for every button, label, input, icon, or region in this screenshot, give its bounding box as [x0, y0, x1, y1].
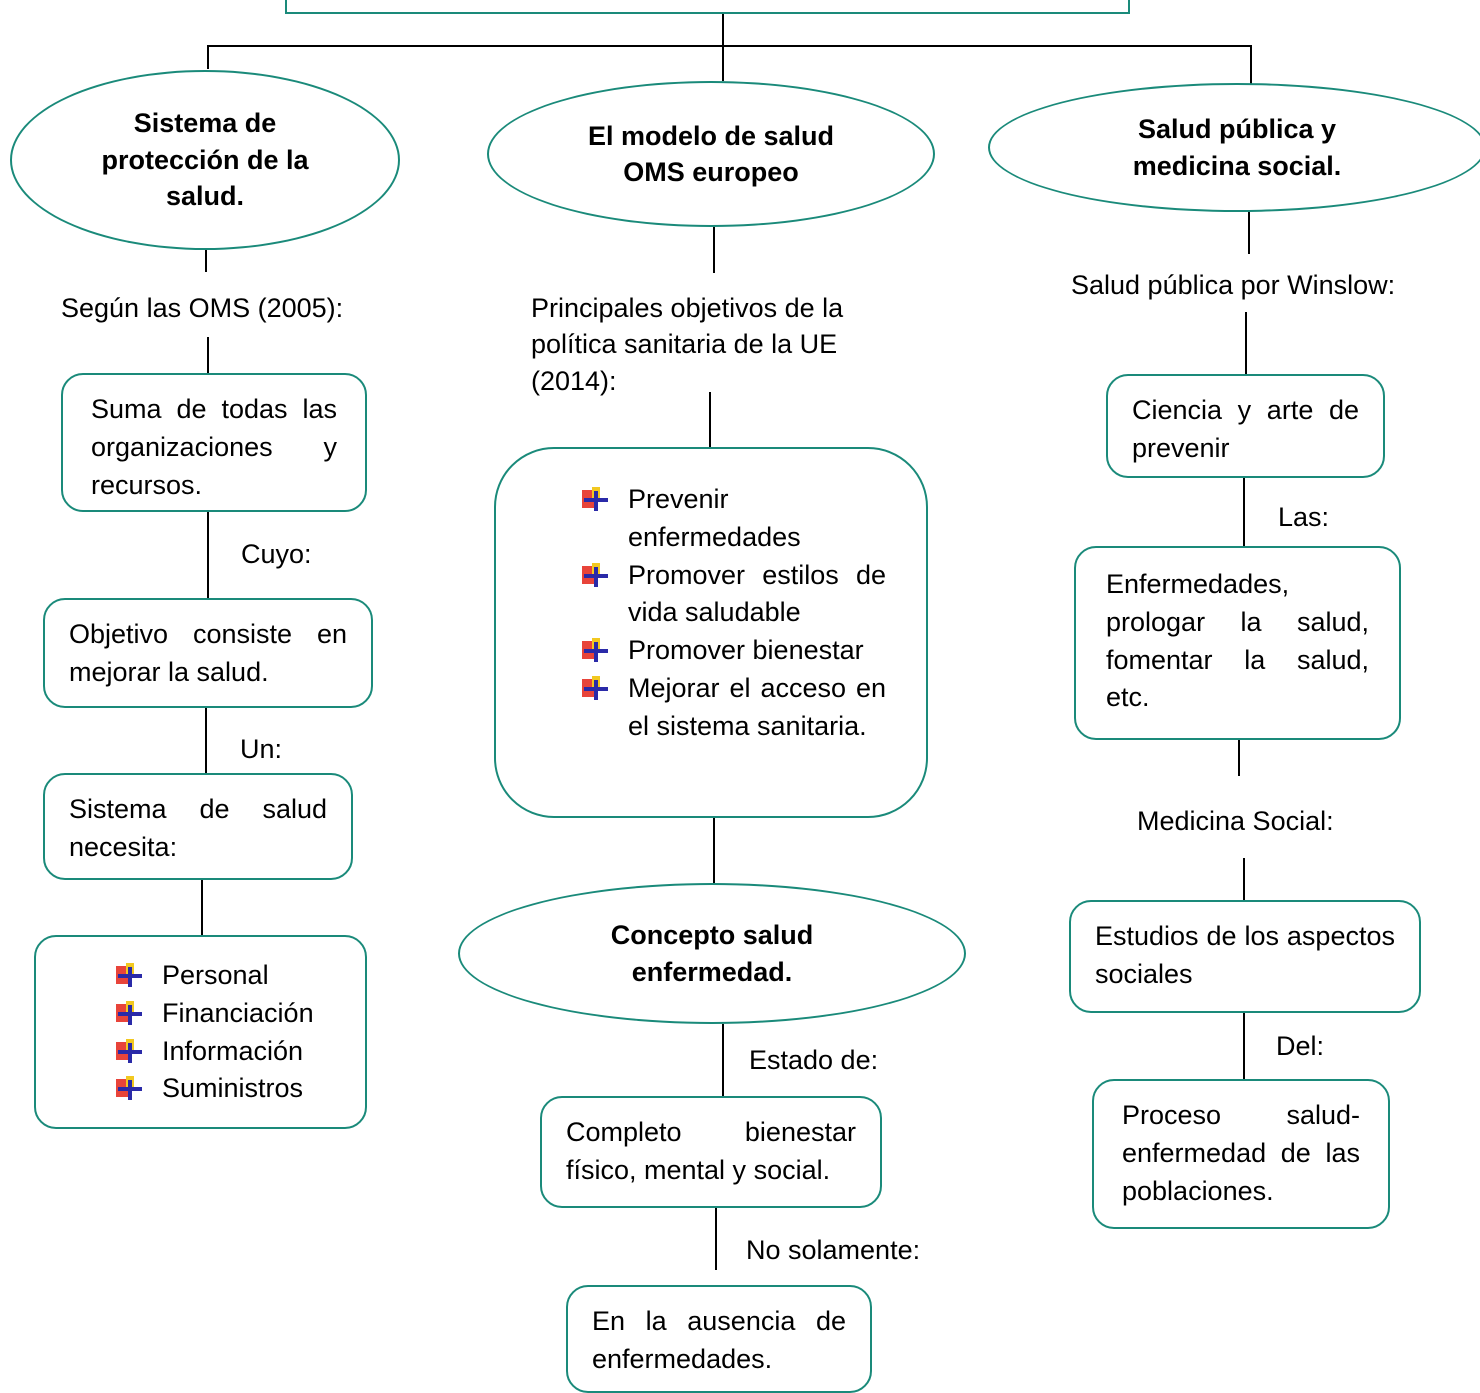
box-completo-bienestar: Completo bienestar físico, mental y soci…	[540, 1096, 882, 1208]
connector	[201, 880, 203, 935]
box-text: Proceso salud-enfermedad de las poblacio…	[1122, 1100, 1360, 1206]
box-suma-organizaciones: Suma de todas las organizaciones y recur…	[61, 373, 367, 512]
connector	[1248, 212, 1250, 254]
box-ciencia-arte: Ciencia y arte de prevenir	[1106, 374, 1385, 478]
bullet-cross-icon	[582, 638, 608, 663]
list-item: Mejorar el acceso en el sistema sanitari…	[578, 670, 886, 746]
connector	[713, 227, 715, 273]
bullet-cross-icon	[582, 675, 608, 700]
connector	[1238, 740, 1240, 776]
box-necesidades-list: Personal Financiación Información Sumini…	[34, 935, 367, 1129]
box-objetivo: Objetivo consiste en mejorar la salud.	[43, 598, 373, 708]
oval-sistema-proteccion: Sistema de protección de la salud.	[10, 70, 400, 250]
box-text: Ciencia y arte de prevenir	[1132, 395, 1359, 463]
box-ausencia: En la ausencia de enfermedades.	[566, 1285, 872, 1393]
label-winslow: Salud pública por Winslow:	[1071, 270, 1396, 300]
bullet-cross-icon	[582, 562, 608, 587]
list-necesidades: Personal Financiación Información Sumini…	[112, 957, 345, 1108]
connector	[207, 337, 209, 373]
list-item: Financiación	[112, 995, 345, 1033]
box-text: Estudios de los aspectos sociales	[1095, 921, 1395, 989]
label-cuyo: Cuyo:	[241, 539, 312, 569]
label-un: Un:	[240, 734, 283, 764]
connector	[722, 14, 724, 46]
box-objetivos-list: Prevenir enfermedades Promover estilos d…	[494, 447, 928, 818]
connector	[1243, 478, 1245, 546]
box-proceso: Proceso salud-enfermedad de las poblacio…	[1092, 1079, 1390, 1229]
list-objetivos-ue: Prevenir enfermedades Promover estilos d…	[578, 481, 886, 746]
connector	[207, 45, 1251, 47]
label-estado-de: Estado de:	[749, 1045, 879, 1075]
bullet-cross-icon	[116, 1076, 142, 1101]
bullet-cross-icon	[116, 1000, 142, 1025]
oval-label: Concepto salud enfermedad.	[610, 920, 814, 987]
label-medicina-social: Medicina Social:	[1137, 806, 1334, 836]
box-text: Suma de todas las organizaciones y recur…	[91, 394, 337, 500]
oval-concepto-salud: Concepto salud enfermedad.	[458, 883, 966, 1024]
label-del: Del:	[1276, 1031, 1325, 1061]
box-text: En la ausencia de enfermedades.	[592, 1306, 846, 1374]
box-sistema-salud: Sistema de salud necesita:	[43, 773, 353, 880]
list-item: Promover estilos de vida saludable	[578, 557, 886, 633]
connector	[205, 708, 207, 773]
connector	[713, 818, 715, 883]
oval-salud-publica: Salud pública y medicina social.	[988, 83, 1480, 212]
label-segun-oms: Según las OMS (2005):	[61, 293, 344, 323]
connector	[722, 45, 724, 81]
oval-label: Salud pública y medicina social.	[1132, 114, 1342, 181]
connector	[715, 1208, 717, 1270]
list-item: Suministros	[112, 1070, 345, 1108]
label-no-solamente: No solamente:	[746, 1235, 921, 1265]
list-item: Personal	[112, 957, 345, 995]
list-item: Promover bienestar	[578, 632, 886, 670]
connector	[1243, 1013, 1245, 1079]
label-principales-objetivos: Principales objetivos de la política san…	[531, 293, 844, 396]
bullet-cross-icon	[116, 1038, 142, 1063]
box-text: Completo bienestar físico, mental y soci…	[566, 1117, 856, 1185]
list-item: Prevenir enfermedades	[578, 481, 886, 557]
connector	[722, 1024, 724, 1096]
connector	[1250, 45, 1252, 85]
bullet-cross-icon	[582, 487, 608, 511]
box-text: Objetivo consiste en mejorar la salud.	[69, 619, 347, 687]
box-text: Enfermedades, prologar la salud, fomenta…	[1106, 569, 1369, 713]
box-enfermedades: Enfermedades, prologar la salud, fomenta…	[1074, 546, 1401, 740]
connector	[207, 512, 209, 598]
label-las: Las:	[1278, 502, 1330, 532]
box-text: Sistema de salud necesita:	[69, 794, 327, 862]
oval-label: El modelo de salud OMS europeo	[587, 120, 835, 187]
list-item: Información	[112, 1033, 345, 1071]
box-estudios: Estudios de los aspectos sociales	[1069, 900, 1421, 1013]
connector	[1245, 312, 1247, 374]
bullet-cross-icon	[116, 963, 142, 987]
connector	[205, 250, 207, 272]
oval-label: Sistema de protección de la salud.	[101, 108, 309, 212]
connector	[207, 45, 209, 69]
title-box	[285, 0, 1130, 14]
connector	[709, 392, 711, 447]
connector	[1243, 858, 1245, 900]
oval-modelo-oms: El modelo de salud OMS europeo	[487, 81, 935, 227]
